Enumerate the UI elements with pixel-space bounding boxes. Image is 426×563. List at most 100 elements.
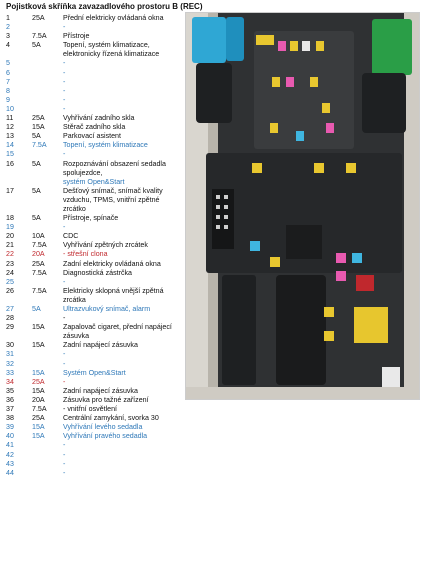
fuse-description-text: - bbox=[63, 377, 66, 386]
fuse-rating bbox=[32, 105, 63, 114]
fuse-description-text: - bbox=[63, 23, 66, 32]
fuse-rating: 10A bbox=[32, 232, 45, 241]
fuse-row: 9- bbox=[6, 96, 184, 105]
fuse-description: Zapalovač cigaret, přední napájecí zásuv… bbox=[63, 323, 184, 341]
fuse-description: Zadní napájecí zásuvka bbox=[63, 387, 184, 396]
fuse-number: 44 bbox=[6, 468, 14, 477]
fuse-rating: 20A bbox=[32, 250, 45, 259]
fuse-rating: 5A bbox=[32, 41, 41, 50]
fuse-row: 19 - bbox=[6, 223, 184, 232]
fuse-description: - bbox=[63, 441, 184, 450]
fuse-description: - bbox=[63, 469, 184, 478]
fuse-rating: 5A bbox=[32, 186, 41, 195]
fuse-rating: 5A bbox=[32, 214, 41, 223]
fuse-description: Systém Open&Start bbox=[63, 369, 184, 378]
fuse-description: Přístroje bbox=[63, 32, 184, 41]
fuse-description: Topení, systém klimatizace bbox=[63, 141, 184, 150]
fuse-rating: 25A bbox=[32, 114, 45, 123]
fuse-description-text: Vyhřívání pravého sedadla bbox=[63, 432, 148, 441]
fuse-row: 5- bbox=[6, 59, 184, 68]
fuse-rating bbox=[32, 23, 63, 32]
fuse-rating: 25A bbox=[32, 377, 45, 386]
fuse-description: - bbox=[63, 460, 184, 469]
fuse-number: 20 bbox=[6, 232, 14, 241]
fuse-description: - bbox=[63, 23, 184, 32]
fuse-row: 6- bbox=[6, 69, 184, 78]
fuse-number: 15 bbox=[6, 150, 14, 159]
fuse-description-text: Vyhřívání levého sedadla bbox=[63, 423, 143, 432]
fuse-description: - bbox=[63, 350, 184, 359]
fuse-description-text: - bbox=[63, 450, 66, 459]
fuse-number: 9 bbox=[6, 95, 10, 104]
fuse-description: - bbox=[63, 96, 184, 105]
fuse-description-text: Systém Open&Start bbox=[63, 368, 126, 377]
fuse-rating bbox=[32, 460, 63, 469]
fuse-description: - bbox=[63, 451, 184, 460]
fuse-row: 44 - bbox=[6, 469, 184, 478]
fuse-row: 41- bbox=[6, 441, 184, 450]
fuse-number: 31 bbox=[6, 350, 14, 359]
fuse-rating: 15A bbox=[32, 386, 45, 395]
fuse-description: - vnitřní osvětlení bbox=[63, 405, 184, 414]
fuse-rating bbox=[32, 469, 63, 478]
fuse-description-text: - bbox=[63, 459, 66, 468]
fuse-number: 17 bbox=[6, 186, 14, 195]
fuse-rating: 25A bbox=[32, 259, 45, 268]
fuse-rating bbox=[32, 87, 63, 96]
fuse-description: Parkovací asistent bbox=[63, 132, 184, 141]
fuse-row: 31 - bbox=[6, 350, 184, 359]
fuse-rating: 5A bbox=[32, 132, 41, 141]
fuse-description-text: - bbox=[63, 59, 66, 68]
fuse-description-text: Topení, systém klimatizace bbox=[63, 141, 148, 150]
fuse-rating bbox=[32, 278, 63, 287]
fuse-description: - bbox=[63, 223, 184, 232]
fuse-description: Vyhřívání pravého sedadla bbox=[63, 432, 184, 441]
fuse-rating: 15A bbox=[32, 323, 45, 332]
fuse-description: Elektricky sklopná vnější zpětná zrcátka bbox=[63, 287, 184, 305]
fuse-description: CDC bbox=[63, 232, 184, 241]
fuse-rating: 7.5A bbox=[32, 405, 47, 414]
fuse-description-text: Přístroje bbox=[63, 32, 90, 41]
fuse-rating: 15A bbox=[32, 341, 45, 350]
fuse-description-text: Vyhřívání zpětných zrcátek bbox=[63, 241, 148, 250]
fuse-description-text: - bbox=[63, 468, 66, 477]
fuse-row: 28- bbox=[6, 314, 184, 323]
fuse-description-text: - bbox=[63, 150, 66, 159]
fuse-description-text: Diagnostická zástrčka bbox=[63, 268, 132, 277]
fuse-description: Diagnostická zástrčka bbox=[63, 269, 184, 278]
fuse-rating bbox=[32, 360, 63, 369]
fuse-number: 1 bbox=[6, 14, 10, 22]
fuse-description: Stěrač zadního skla bbox=[63, 123, 184, 132]
fuse-description-text: - bbox=[63, 350, 66, 359]
fuse-description-note: systém Open&Start bbox=[63, 177, 125, 186]
fuse-number: 26 bbox=[6, 286, 14, 295]
fuse-rating: 7.5A bbox=[32, 286, 47, 295]
fuse-number: 32 bbox=[6, 359, 14, 368]
fuse-number: 12 bbox=[6, 123, 14, 132]
fuse-rating bbox=[32, 69, 63, 78]
fuse-rating bbox=[32, 451, 63, 460]
fuse-rating bbox=[32, 441, 63, 450]
fuse-rating bbox=[32, 223, 63, 232]
fuse-description-text: - vnitřní osvětlení bbox=[63, 405, 118, 414]
fuse-description-text: - bbox=[63, 441, 66, 450]
fuse-number: 29 bbox=[6, 323, 14, 332]
fuse-number: 22 bbox=[6, 250, 14, 259]
fuse-rating: 15A bbox=[32, 368, 45, 377]
fuse-rating bbox=[32, 350, 63, 359]
fuse-number: 10 bbox=[6, 104, 14, 113]
fuse-description: Přední elektricky ovládaná okna bbox=[63, 14, 184, 23]
fuse-number: 19 bbox=[6, 223, 14, 232]
